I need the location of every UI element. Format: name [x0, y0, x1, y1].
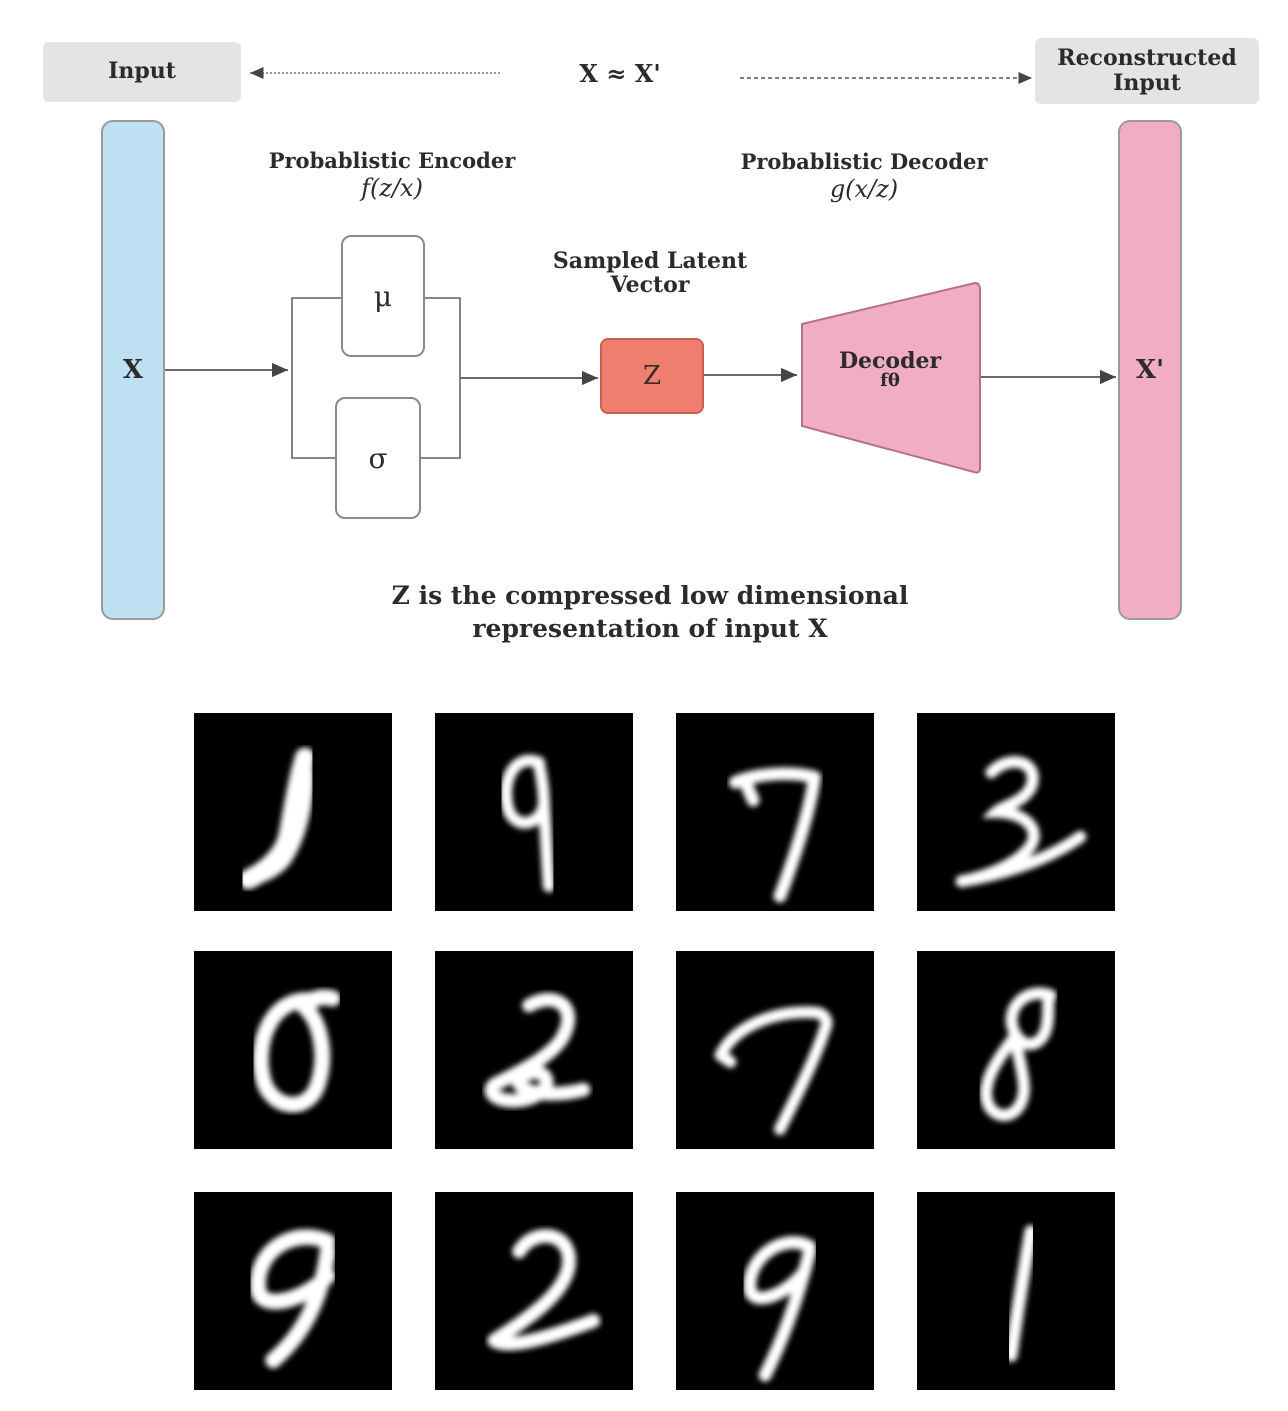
decoder-function: g(x/z) — [829, 175, 899, 203]
latent-title-line2: Vector — [610, 272, 690, 299]
encoder-title: Probablistic Encoder — [268, 148, 516, 173]
caption-line1: Z is the compressed low dimensional — [391, 581, 909, 610]
caption-line2: representation of input X — [472, 613, 828, 643]
decoder-box-line1: Decoder — [838, 348, 942, 374]
digit-9-image — [743, 1236, 817, 1382]
sample-digit-image — [676, 951, 874, 1149]
sample-digit-image — [194, 713, 392, 911]
connector-layer — [163, 67, 1116, 474]
digit-0-image — [252, 989, 341, 1113]
digit-7-image — [728, 767, 822, 903]
sample-digit-image — [435, 951, 633, 1149]
z-label: Z — [642, 361, 662, 391]
digit-9-image — [250, 1229, 336, 1369]
input-label: Input — [108, 58, 176, 85]
reconstructed-label-line1: Reconstructed — [1057, 44, 1237, 71]
decoder-box-label: Decoder fθ — [820, 348, 960, 392]
equation-label: X ≈ X' — [579, 59, 661, 88]
input-label-box: Input — [43, 42, 241, 102]
input-vector-bar: X — [101, 120, 165, 620]
latent-caption: Z is the compressed low dimensional repr… — [344, 580, 956, 645]
x-label: X — [122, 355, 144, 385]
mu-symbol: μ — [373, 279, 393, 313]
sample-digit-image — [676, 1192, 874, 1390]
sample-digit-image — [676, 713, 874, 911]
digit-2-image — [484, 992, 591, 1108]
sample-digit-image — [194, 951, 392, 1149]
reconstructed-label-box: Reconstructed Input — [1035, 38, 1259, 104]
sample-digit-image — [435, 1192, 633, 1390]
digit-3-image — [955, 756, 1087, 888]
x-prime-label: X' — [1135, 355, 1165, 385]
z-box: Z — [600, 338, 704, 414]
sample-digit-image — [917, 951, 1115, 1149]
sigma-box: σ — [335, 397, 421, 519]
decoder-box-line2: fθ — [880, 370, 900, 392]
sample-digit-image — [194, 1192, 392, 1390]
mu-box: μ — [341, 235, 425, 357]
digit-1-image — [238, 747, 315, 890]
latent-title: Sampled Latent Vector — [538, 248, 762, 299]
digit-1-image — [1004, 1225, 1038, 1362]
sample-digit-image — [917, 1192, 1115, 1390]
encoder-bracket — [291, 297, 343, 459]
digit-2-image — [487, 1229, 601, 1351]
digit-8-image — [980, 987, 1057, 1122]
sample-digit-image — [917, 713, 1115, 911]
digit-7-image — [714, 1006, 833, 1136]
decoder-title: Probablistic Decoder — [740, 149, 988, 174]
output-vector-bar: X' — [1118, 120, 1182, 620]
decoder-shape — [801, 281, 981, 474]
sample-digit-image — [435, 713, 633, 911]
encoder-function: f(z/x) — [361, 174, 423, 202]
reconstructed-label-line2: Input — [1113, 70, 1181, 96]
latent-title-line1: Sampled Latent — [552, 248, 748, 274]
digit-9-image — [500, 754, 555, 893]
sigma-symbol: σ — [368, 441, 388, 475]
